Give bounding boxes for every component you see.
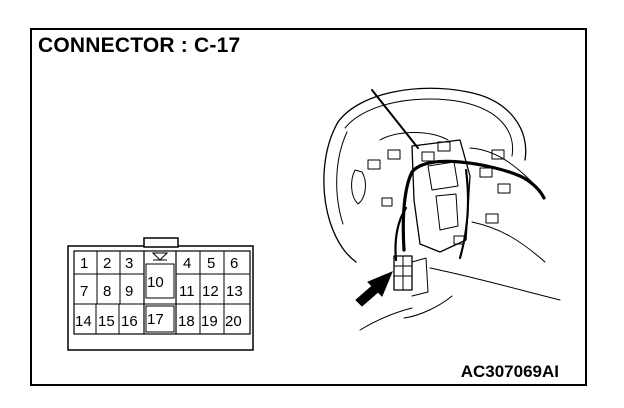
figure-code: AC307069AI bbox=[460, 362, 559, 381]
connector-title: CONNECTOR : C-17 bbox=[38, 34, 241, 57]
pin-label: 19 bbox=[201, 313, 218, 330]
pin-label: 6 bbox=[230, 255, 238, 272]
pin-label: 20 bbox=[225, 313, 242, 330]
pin-label: 7 bbox=[80, 283, 88, 300]
pin-label: 13 bbox=[226, 283, 243, 300]
pin-label: 5 bbox=[207, 255, 215, 272]
pin-label: 14 bbox=[75, 313, 92, 330]
pin-label: 3 bbox=[125, 255, 133, 272]
connector-pins: 1 2 3 4 5 6 7 8 9 10 11 12 13 14 15 16 1… bbox=[75, 255, 243, 330]
pin-label: 8 bbox=[103, 283, 111, 300]
pin-label: 16 bbox=[121, 313, 138, 330]
connector-face bbox=[67, 237, 254, 351]
diagram-frame: CONNECTOR : C-17 AC307069AI bbox=[30, 28, 587, 386]
pin-label: 11 bbox=[179, 283, 195, 300]
pin-label: 4 bbox=[183, 255, 191, 272]
pin-label: 18 bbox=[178, 313, 195, 330]
pin-label: 12 bbox=[202, 283, 219, 300]
location-illustration bbox=[323, 87, 561, 331]
pin-label: 2 bbox=[103, 255, 111, 272]
pin-label: 9 bbox=[125, 283, 133, 300]
pin-label: 15 bbox=[98, 313, 115, 330]
arrow-icon bbox=[355, 271, 393, 307]
pin-label: 1 bbox=[80, 255, 88, 272]
pin-label: 10 bbox=[147, 274, 164, 291]
pin-label: 17 bbox=[147, 311, 164, 328]
